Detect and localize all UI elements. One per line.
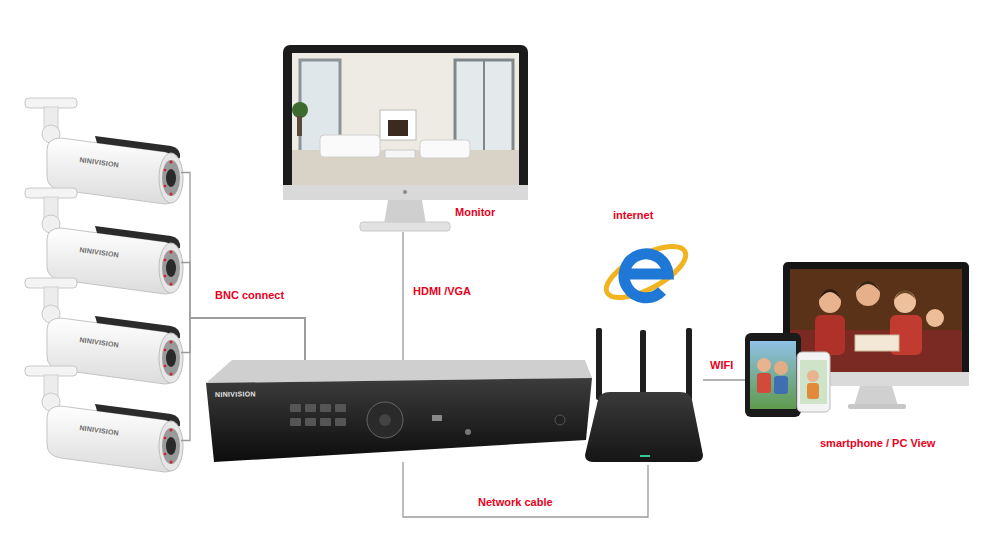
monitor-illustration (292, 102, 308, 118)
dvr-illustration (206, 360, 592, 462)
device-caption: Monitor (455, 206, 495, 219)
monitor-illustration (384, 200, 426, 224)
cable-line (181, 263, 305, 361)
cable-line (703, 379, 745, 380)
cable-label: HDMI /VGA (411, 285, 473, 298)
devices-illustration (745, 333, 801, 417)
devices-illustration (854, 386, 898, 406)
device-caption: smartphone / PC View (820, 437, 935, 450)
monitor-illustration (297, 116, 302, 136)
dvr-illustration (432, 415, 442, 421)
monitor-illustration (420, 140, 470, 158)
monitor-box: Monitor (283, 45, 530, 232)
monitor-illustration (483, 60, 485, 155)
router-box: internet (585, 205, 703, 465)
device-caption: internet (613, 209, 653, 222)
brand-label: NINIVISION (215, 390, 256, 399)
devices-box: smartphone / PC View (745, 262, 971, 453)
devices-illustration (774, 361, 788, 375)
monitor-illustration (360, 222, 450, 231)
dvr-illustration (305, 404, 316, 412)
devices-illustration (894, 290, 916, 300)
monitor-illustration (320, 135, 380, 157)
monitor-illustration (283, 45, 528, 231)
router-illustration (585, 392, 703, 462)
dvr-illustration (335, 418, 346, 426)
monitor-illustration (385, 150, 415, 158)
internet-icon (599, 236, 693, 307)
monitor-illustration (283, 185, 528, 200)
brand-label: NINIVISION (79, 156, 119, 169)
router-illustration (596, 328, 602, 400)
devices-illustration (800, 360, 827, 404)
camera-box: NINIVISION (25, 310, 181, 395)
devices-illustration (807, 383, 819, 399)
router-illustration (585, 328, 703, 462)
devices-illustration (819, 289, 841, 300)
camera-box: NINIVISION (25, 130, 181, 215)
brand-label: NINIVISION (79, 246, 119, 259)
router-illustration (686, 328, 692, 400)
dvr-illustration (290, 418, 301, 426)
cable-line (181, 318, 305, 360)
cable-label: WIFI (708, 359, 735, 372)
dvr-illustration (305, 418, 316, 426)
cable-line (181, 318, 305, 441)
internet-icon (624, 254, 668, 298)
monitor-illustration (292, 53, 519, 185)
monitor-illustration (388, 120, 408, 136)
devices-illustration (757, 358, 771, 372)
monitor-illustration (380, 110, 416, 140)
internet-icon (599, 236, 693, 307)
camera-illustration (25, 366, 183, 472)
dvr-illustration (320, 404, 331, 412)
dvr-illustration (555, 415, 565, 425)
devices-illustration (855, 335, 899, 351)
brand-label: NINIVISION (79, 424, 119, 437)
dvr-illustration (320, 418, 331, 426)
cable-line (181, 173, 305, 361)
monitor-illustration (403, 190, 407, 194)
devices-illustration (745, 262, 969, 417)
dvr-illustration (290, 404, 301, 412)
dvr-illustration (379, 414, 391, 426)
devices-illustration (848, 404, 906, 409)
router-illustration (640, 455, 650, 457)
devices-illustration (856, 282, 880, 306)
camera-illustration (25, 98, 183, 472)
router-illustration (640, 330, 646, 398)
cable-label: BNC connect (213, 289, 286, 302)
devices-illustration (856, 281, 880, 292)
devices-illustration (757, 373, 771, 393)
devices-illustration (750, 341, 796, 409)
camera-box: NINIVISION (25, 398, 181, 483)
brand-label: NINIVISION (79, 336, 119, 349)
dvr-box: NINIVISION (205, 360, 593, 462)
camera-box: NINIVISION (25, 220, 181, 305)
cable-label: Network cable (476, 496, 555, 509)
monitor-illustration (283, 45, 528, 200)
dvr-illustration (465, 429, 471, 435)
devices-illustration (815, 315, 845, 355)
devices-illustration (797, 352, 830, 412)
devices-illustration (807, 370, 819, 382)
devices-illustration (926, 309, 944, 327)
devices-illustration (894, 291, 916, 313)
dvr-illustration (206, 378, 592, 462)
devices-illustration (774, 376, 788, 394)
dvr-illustration (335, 404, 346, 412)
dvr-illustration (367, 402, 403, 438)
cable-line (403, 462, 648, 517)
cable-line (402, 232, 403, 360)
